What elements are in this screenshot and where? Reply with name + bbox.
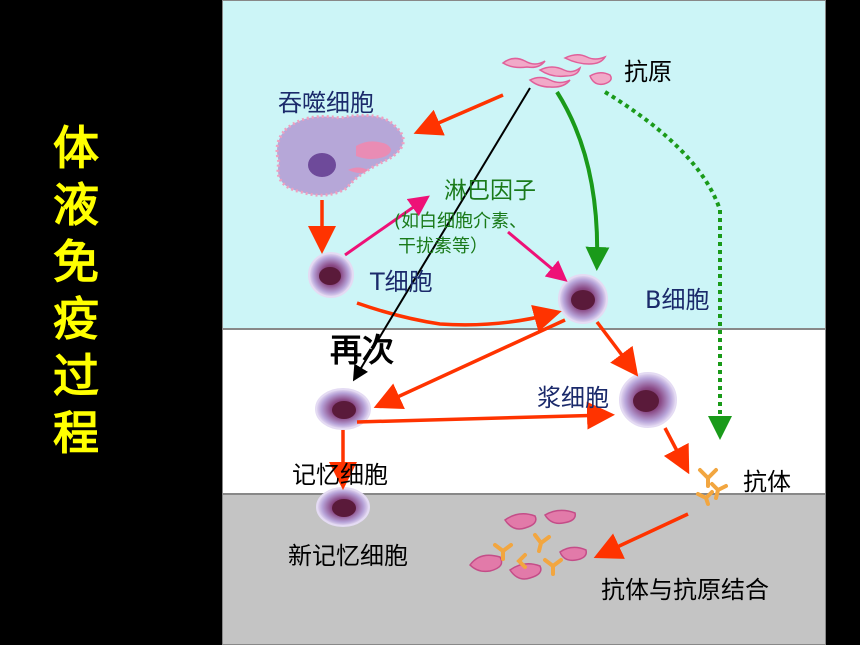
phagocyte-cell [275,113,405,197]
label-lymphokine-note-2: 干扰素等） [398,236,488,257]
label-plasma-cell: 浆细胞 [537,384,609,412]
label-phagocyte: 吞噬细胞 [278,89,374,117]
arrow-antigen-to-b-cell [555,90,610,271]
side-title-char: 体 [53,121,99,175]
new-memory-cell [316,487,370,527]
arrow-plasma-cell-to-antibody [663,427,690,475]
green-arrows [555,90,732,440]
label-t-cell: T细胞 [370,268,433,296]
side-title-char: 程 [53,406,99,460]
antibody-antigen-complex [469,509,588,580]
arrow-antibody-to-binding [593,512,689,559]
label-lymphokine: 淋巴因子 [444,178,536,204]
pink-arrows [344,195,568,282]
side-title-char: 疫 [53,292,99,346]
side-title-char: 液 [53,178,99,232]
label-antibody: 抗体 [743,468,791,496]
memory-cell [315,388,371,430]
plasma-cell [619,372,677,428]
arrow-t-cell-to-b-cell [356,301,562,333]
side-title-char: 过 [53,349,99,403]
side-title-char: 免 [53,235,99,289]
arrow-b-cell-to-memory-cell [373,318,566,409]
arrow-memory-cell-to-plasma-cell [356,401,615,430]
arrow-t-cell-to-lymphokine [344,195,430,257]
red-arrows [308,93,690,559]
side-title: 体 液 免 疫 过 程 [48,120,104,462]
arrow-b-cell-to-plasma-cell [595,320,639,377]
arrow-antigen-to-memory-cell [352,87,531,382]
antigen-cluster [501,54,612,88]
label-b-cell: B细胞 [645,286,710,314]
label-antigen: 抗原 [624,58,672,86]
label-lymphokine-note-1: (如白细胞介素、 [394,211,528,232]
antibody-icon [696,468,728,506]
arrow-lymphokine-to-b-cell [507,230,568,282]
arrow-antigen-to-antibody-dotted [603,90,732,440]
label-new-memory-cell: 新记忆细胞 [288,542,408,570]
arrow-antigen-to-phagocyte [413,93,504,136]
label-antibody-antigen-binding: 抗体与抗原结合 [601,576,769,604]
label-memory-cell: 记忆细胞 [292,461,388,489]
b-cell [558,274,608,324]
t-cell [308,252,354,298]
label-again: 再次 [330,331,395,369]
